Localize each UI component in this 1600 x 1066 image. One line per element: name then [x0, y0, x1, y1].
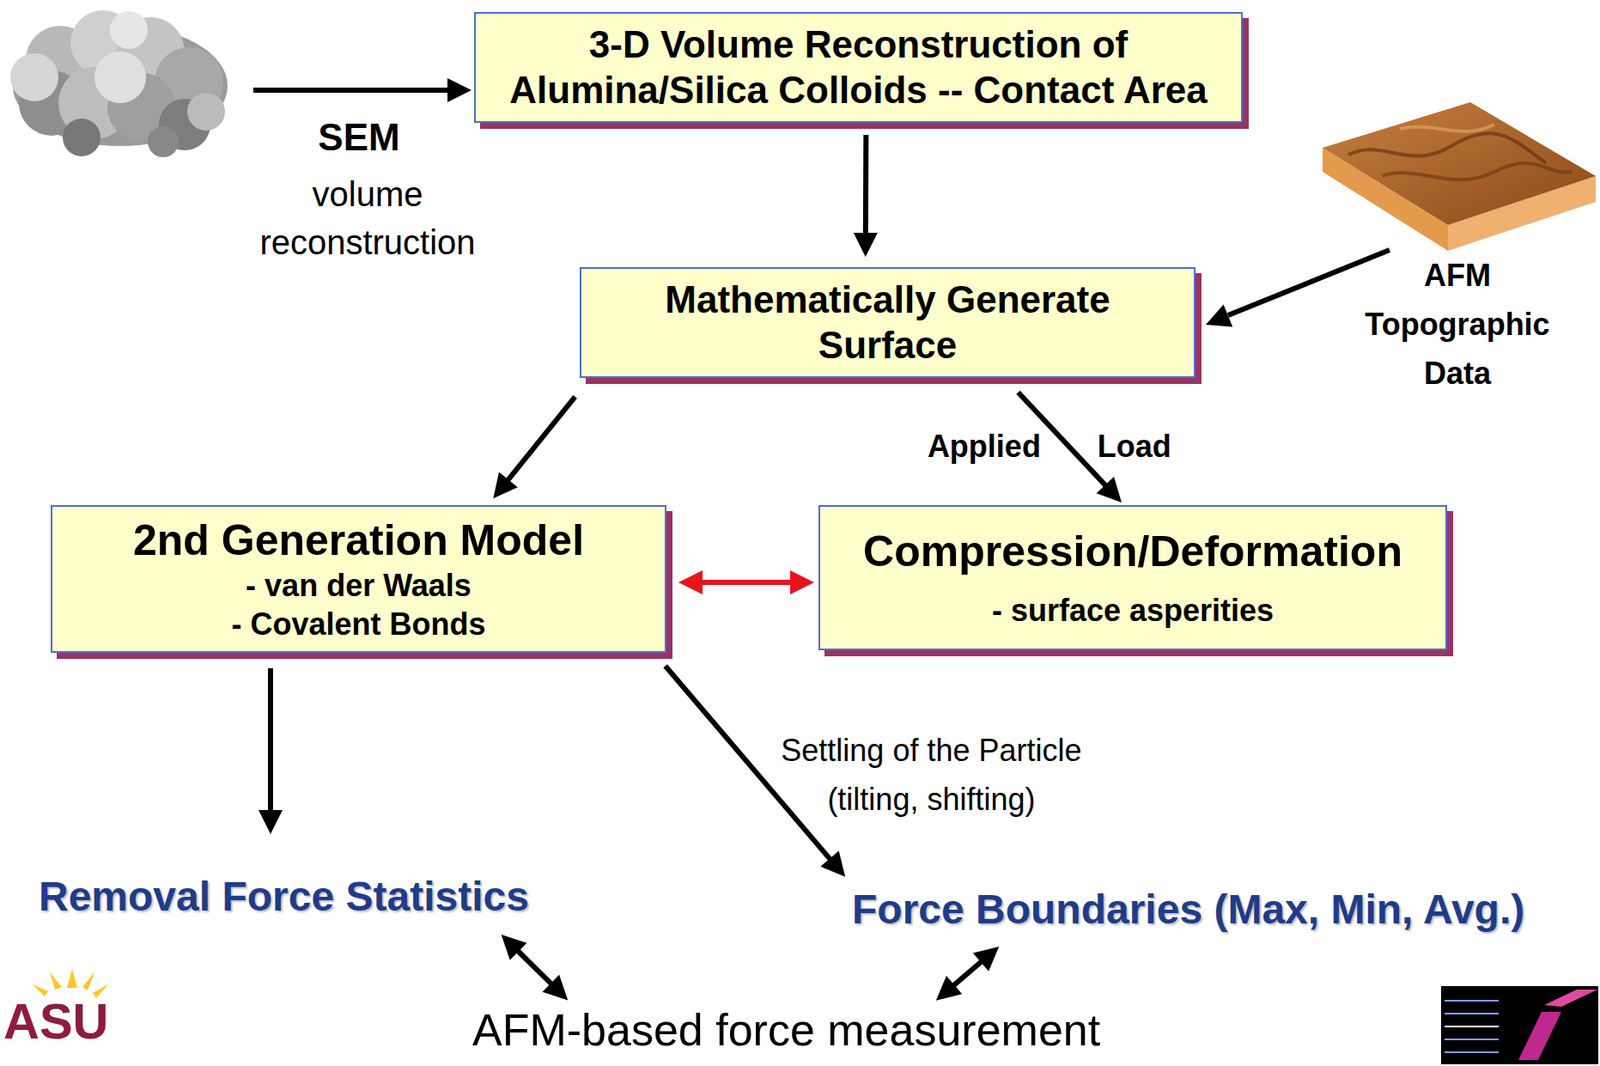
sun-ray [49, 972, 62, 990]
arrow-head [973, 946, 999, 972]
arrow-head [820, 850, 846, 877]
connector [492, 396, 575, 499]
process-box: Compression/Deformation - surface asperit… [818, 504, 1448, 651]
sem-particle [10, 53, 59, 102]
node-title: Compression/Deformation [863, 525, 1403, 578]
connector [853, 134, 878, 257]
slab-texture [1382, 163, 1572, 180]
arrow-head [492, 472, 518, 499]
arrow-head [790, 570, 815, 595]
connector [258, 668, 283, 834]
method-note: volume reconstruction [238, 170, 497, 267]
connector-line [517, 949, 553, 985]
connector [936, 946, 999, 1001]
arrow-head [258, 809, 283, 834]
afm-image [1322, 102, 1596, 251]
logo-mark [1544, 989, 1598, 1007]
logo-mark [1518, 1011, 1562, 1060]
arrow-head [447, 78, 472, 103]
logo-line [1444, 1012, 1499, 1015]
connector [665, 665, 846, 877]
node-title: Removal Force Statistics [38, 871, 530, 922]
arrow-head [936, 975, 962, 1001]
measurement-text: AFM-based force measurement [472, 1004, 1101, 1057]
arrow-head [501, 934, 528, 961]
logo-line [1444, 1051, 1499, 1053]
connector-line [507, 396, 576, 481]
arrow-line [253, 87, 450, 93]
source-label: AFM Topographic Data [1354, 251, 1561, 399]
node-title: Mathematically Generate Surface [607, 277, 1169, 369]
connector-line [700, 579, 792, 585]
method-label: SEM [307, 115, 411, 161]
node-title: Force Boundaries (Max, Min, Avg.) [851, 884, 1525, 935]
sun-ray [32, 984, 49, 997]
node-bullet: - surface asperities [991, 590, 1274, 630]
asu-sunburst [32, 968, 109, 998]
process-box: 3-D Volume Reconstruction of Alumina/Sil… [474, 12, 1243, 123]
sun-ray [82, 972, 95, 991]
sem-particle [187, 92, 226, 131]
result-text: Force Boundaries (Max, Min, Avg.) [851, 884, 1525, 935]
connector-line [267, 668, 274, 812]
sem-arrow [253, 78, 472, 103]
slab-texture [1348, 133, 1546, 164]
connector [501, 934, 569, 1000]
arrow-head [1096, 476, 1122, 503]
arrow-line [1228, 249, 1390, 316]
arrow-head [853, 232, 878, 257]
arrow-head [1205, 304, 1233, 327]
node-title: AFM-based force measurement [472, 1004, 1101, 1057]
slab-texture [1399, 124, 1495, 132]
node-title: 3-D Volume Reconstruction of Alumina/Sil… [498, 22, 1219, 114]
model-box: 2nd Generation Model- van der Waals- Cov… [50, 504, 667, 653]
company-logo [1441, 985, 1599, 1065]
arrow-head [678, 570, 703, 595]
logo-line [1444, 1025, 1499, 1028]
process-box: Mathematically Generate Surface [579, 267, 1196, 378]
connector [678, 570, 815, 595]
logo-text: ASU [3, 996, 109, 1047]
edge-label: Applied Load [927, 427, 1172, 465]
sem-particle [94, 51, 147, 104]
result-text: Removal Force Statistics [38, 871, 530, 922]
connector-line [863, 134, 870, 235]
logo-line [1444, 999, 1499, 1002]
logo-line [1444, 1038, 1499, 1041]
node-bullet: - Covalent Bonds [231, 604, 486, 644]
sem-particle [109, 11, 148, 49]
sem-image [10, 10, 228, 158]
afm-arrow [1205, 249, 1390, 327]
node-title: 2nd Generation Model [133, 514, 585, 566]
connector-line [953, 961, 983, 986]
arrow-head [542, 974, 569, 1001]
edge-label: Settling of the Particle (tilting, shift… [763, 726, 1099, 825]
sun-ray [66, 968, 78, 988]
sem-particle [62, 118, 101, 157]
sem-particle [147, 126, 179, 158]
node-bullet: - van der Waals [245, 565, 472, 605]
logo-ground [1441, 985, 1599, 1065]
slab-top [1322, 102, 1596, 226]
